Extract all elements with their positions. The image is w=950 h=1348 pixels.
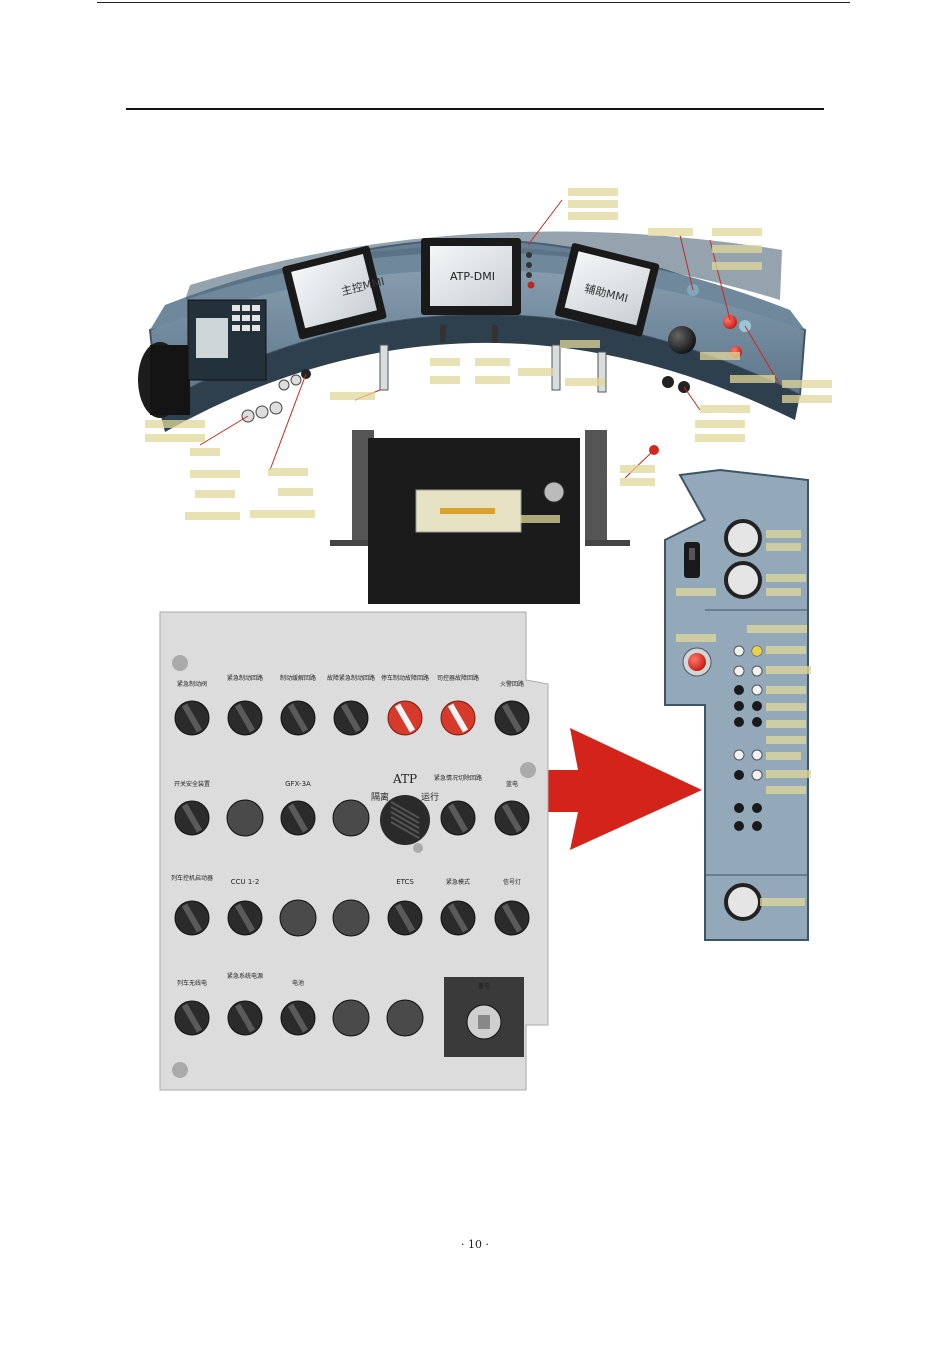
switch-slot [501,903,523,933]
switch-slot [447,803,469,833]
top-rule [97,2,850,3]
label-r2c1: CCU 1-2 [231,878,260,886]
switch-slot [181,803,203,833]
label-r0c4: 停车制动故障回路 [381,674,429,682]
blank-button[interactable] [226,799,264,837]
label-r1c6: 蓝电 [506,780,518,788]
left-mmi-screen [282,245,387,340]
switch-slot [234,903,256,933]
label-r3c0: 列车无线电 [177,979,207,987]
blank-button[interactable] [332,999,370,1037]
header-rule [126,108,824,110]
switch-slot [181,903,203,933]
switch-slot [447,903,469,933]
switch-slot [501,703,523,733]
page-number: · 10 · [461,1238,489,1251]
label-r0c0: 紧急制动阀 [177,680,207,688]
switch-slot [447,703,469,733]
label-r0c6: 火警回路 [500,680,524,688]
label-r2c6: 信号灯 [503,878,521,886]
label-r3c2: 电池 [292,979,304,987]
switch-slot [501,803,523,833]
panel-labels: 紧急制动阀 紧急制动回路 制动缓解回路 故障紧急制动回路 停车制动故障回路 司控… [171,674,524,990]
label-r0c3: 故障紧急制动回路 [327,674,375,682]
label-r2c4: ETCS [396,878,414,886]
label-r0c1: 紧急制动回路 [227,674,263,682]
atp-dmi-screen [421,238,535,315]
side-panel [664,468,811,941]
switch-slot [181,1003,203,1033]
key-box-title: 蓄电 [478,982,490,990]
label-atp-isolate: 隔离 [371,791,389,803]
label-r1c5: 紧急情况切除回路 [434,774,482,782]
blank-button[interactable] [386,999,424,1037]
label-r1c0: 开关安全装置 [174,780,210,788]
switch-panel [159,611,549,1091]
label-r2c5: 紧急模式 [446,878,470,886]
driver-console: 主控MMI ATP-DMI 辅助MMI [138,188,832,604]
label-atp-run: 运行 [421,791,439,803]
right-mmi-screen [554,243,660,337]
label-r0c5: 司控器故障回路 [437,674,479,682]
switch-slot [287,703,309,733]
atp-dmi-label: ATP-DMI [450,270,495,283]
label-r0c2: 制动缓解回路 [280,674,316,682]
switch-slot [287,1003,309,1033]
blank-button[interactable] [279,899,317,937]
red-arrow [548,728,702,850]
switch-slot [340,703,362,733]
switch-slot [181,703,203,733]
blank-button[interactable] [332,799,370,837]
switch-slot [234,1003,256,1033]
switch-slot [287,803,309,833]
label-r2c0: 列车控机启动器 [171,874,213,882]
switch-slot [234,703,256,733]
label-r3c1: 紧急系统电源 [227,972,263,980]
switch-slot [394,903,416,933]
label-r1c4: ATP [392,772,417,786]
blank-button[interactable] [332,899,370,937]
label-r1c2: GFX-3A [285,780,311,788]
switch-slot [394,703,416,733]
